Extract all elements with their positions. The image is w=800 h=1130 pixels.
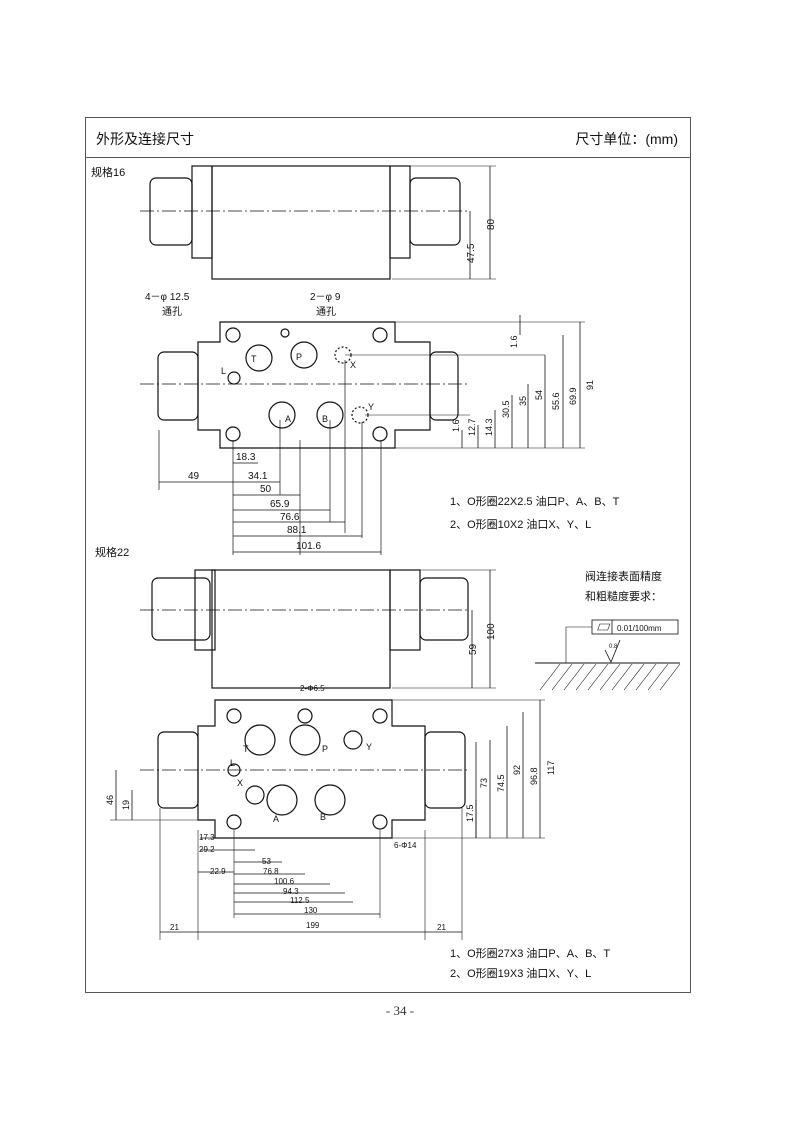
dim-label: 12.7 <box>467 418 477 436</box>
dim-label: 65.9 <box>270 499 290 510</box>
port-label: B <box>320 812 326 822</box>
dim-label: 1.6 <box>509 335 519 348</box>
dim-label: 94.3 <box>283 887 299 896</box>
hole-label: 通孔 <box>162 306 182 318</box>
port-label: P <box>322 744 328 754</box>
size22-label: 规格22 <box>95 545 129 559</box>
surface-requirement-symbol <box>535 619 681 691</box>
size16-label: 规格16 <box>91 165 125 179</box>
dim-label: 100 <box>486 623 497 640</box>
dim-label: 100.6 <box>274 877 295 886</box>
dim-label: 92 <box>512 765 522 775</box>
port-label: P <box>296 352 302 362</box>
dim-label: 30.5 <box>501 400 511 418</box>
port-label: X <box>237 778 243 788</box>
hole-label: 4－φ 12.5 <box>145 292 190 303</box>
header-bar: 外形及连接尺寸 尺寸单位：(mm) <box>86 118 690 158</box>
dim-label: 1.6 <box>451 419 461 432</box>
hole-label: 通孔 <box>316 306 336 318</box>
flatness-tolerance: 0.01/100mm <box>617 624 662 633</box>
port-label: Y <box>366 742 372 752</box>
dim-label: 76.8 <box>263 867 279 876</box>
dim-label: 199 <box>306 921 320 930</box>
port-label: Y <box>368 402 374 412</box>
dim-label: 35 <box>518 396 528 406</box>
unit-label: 尺寸单位：(mm) <box>575 131 678 147</box>
oring-note: 1、O形圈27X3 油口P、A、B、T <box>450 946 610 960</box>
port-label: B <box>322 414 328 424</box>
dim-label: 117 <box>546 761 556 775</box>
dim-label: 17.5 <box>465 804 475 822</box>
port-label: T <box>251 354 257 364</box>
port-label: T <box>243 744 249 754</box>
oring-note: 2、O形圈10X2 油口X、Y、L <box>450 517 591 531</box>
hole-label: 2-Φ6.5 <box>300 684 325 693</box>
dim-label: 73 <box>479 778 489 788</box>
dim-label: 46 <box>105 795 115 805</box>
roughness-value: 0.8 <box>609 644 618 650</box>
content-frame: 外形及连接尺寸 尺寸单位：(mm) <box>85 117 691 993</box>
dim-label: 91 <box>585 380 595 390</box>
dim-label: 96.8 <box>529 767 539 785</box>
dim-label: 55.6 <box>551 392 561 410</box>
dim-label: 88.1 <box>287 525 307 536</box>
surface-req-title: 阀连接表面精度 <box>585 569 662 583</box>
dim-label: 112.5 <box>290 896 310 905</box>
port-label: L <box>221 366 226 376</box>
hole-label: 6-Φ14 <box>394 841 417 850</box>
dim-label: 19 <box>121 800 131 810</box>
size22-top-view <box>110 699 545 940</box>
dim-label: 14.3 <box>484 418 494 436</box>
oring-note: 2、O形圈19X3 油口X、Y、L <box>450 966 591 980</box>
dim-label: 17.3 <box>199 833 215 842</box>
dim-label: 47.5 <box>466 243 477 263</box>
size16-top-view <box>140 315 585 555</box>
dim-label: 29.2 <box>199 845 215 854</box>
dim-label: 59 <box>468 643 479 655</box>
dim-label: 21 <box>170 923 179 932</box>
dim-label: 101.6 <box>296 541 321 552</box>
port-label: X <box>350 360 356 370</box>
dim-label: 18.3 <box>236 452 256 463</box>
technical-drawing: 规格16 80 47.5 4－φ 12.5 通孔 2－φ 9 通孔 T P X … <box>91 165 681 980</box>
port-label: A <box>285 414 291 424</box>
dim-label: 34.1 <box>248 471 268 482</box>
dim-label: 54 <box>534 390 544 400</box>
surface-req-title: 和粗糙度要求： <box>585 589 662 603</box>
page-number: - 34 - <box>385 1003 415 1018</box>
dim-label: 80 <box>486 218 497 230</box>
oring-note: 1、O形圈22X2.5 油口P、A、B、T <box>450 494 620 508</box>
dim-label: 130 <box>304 906 318 915</box>
dim-label: 49 <box>188 471 200 482</box>
hole-label: 2－φ 9 <box>310 292 341 303</box>
dim-label: 69.9 <box>568 387 578 405</box>
size16-front-view <box>140 165 496 280</box>
dim-label: 53 <box>262 857 271 866</box>
dim-label: 21 <box>437 923 446 932</box>
page-title: 外形及连接尺寸 <box>96 131 194 147</box>
dim-label: 22.9 <box>210 867 226 876</box>
port-label: A <box>273 814 279 824</box>
dim-label: 74.5 <box>496 774 506 792</box>
dim-label: 76.6 <box>280 512 300 523</box>
dim-label: 50 <box>260 484 272 495</box>
size22-front-view <box>140 569 496 689</box>
port-label: L <box>230 758 235 768</box>
